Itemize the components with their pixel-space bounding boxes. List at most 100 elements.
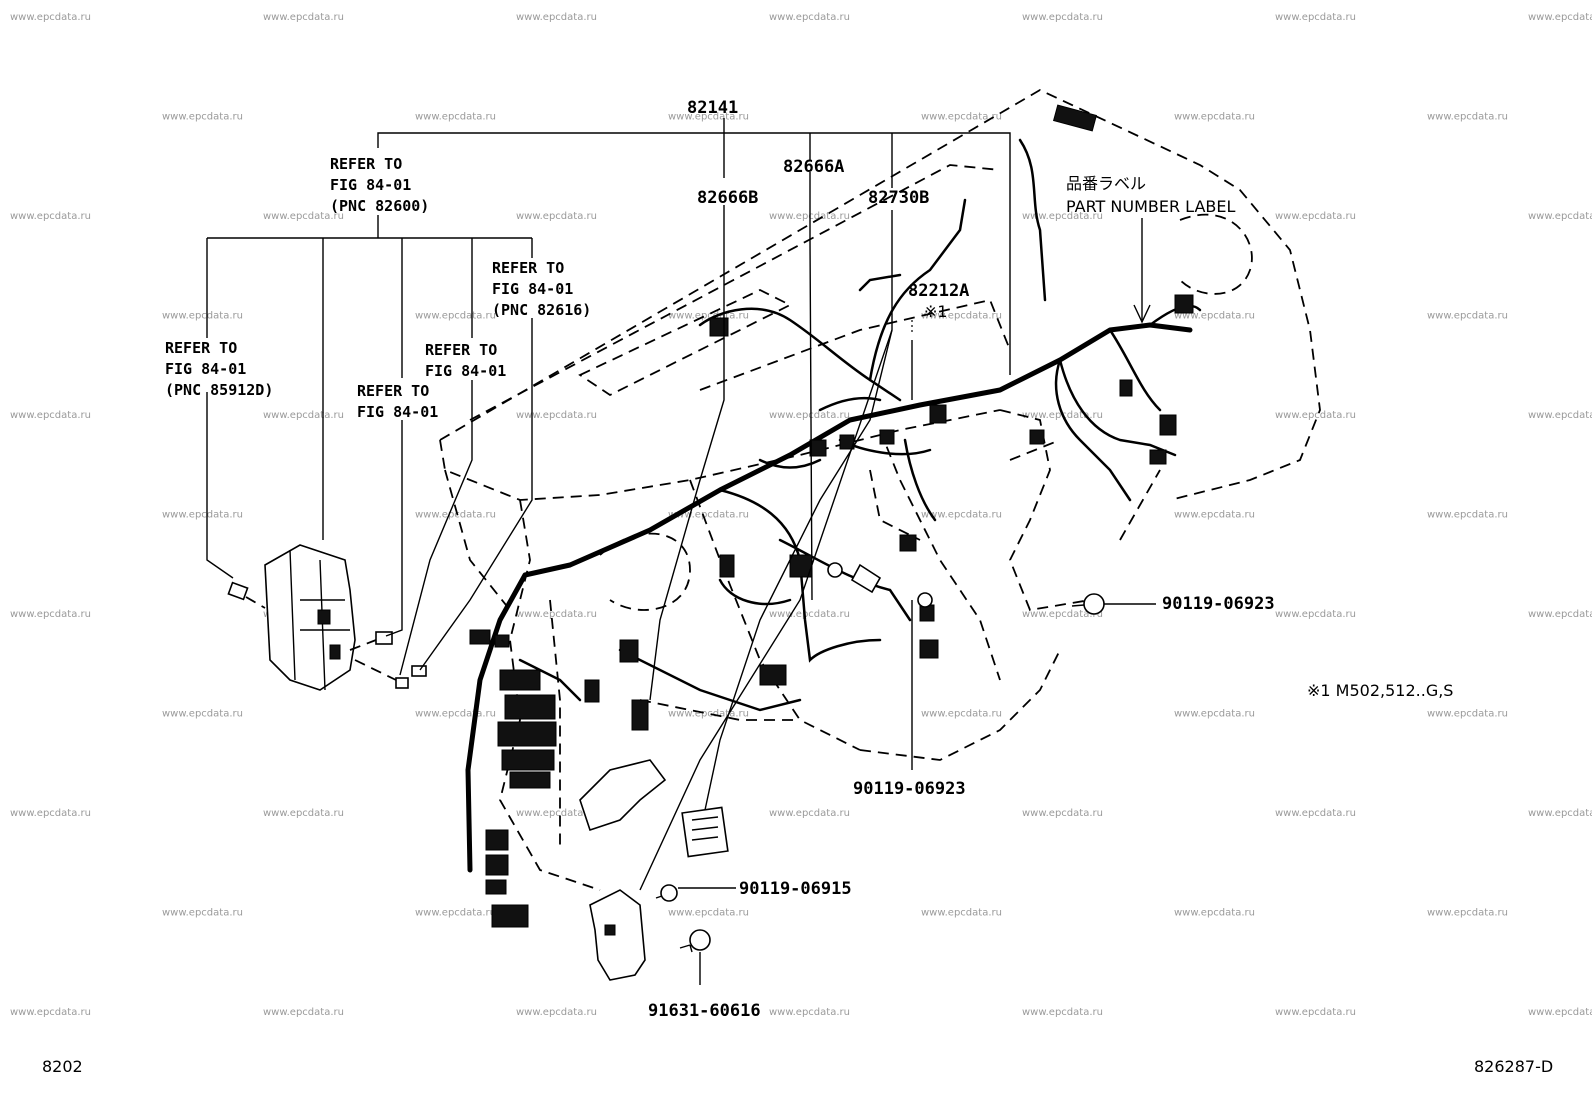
watermark-text: www.epcdata.ru — [1174, 112, 1255, 123]
watermark-text: www.epcdata.ru — [1528, 410, 1592, 421]
watermark-text: www.epcdata.ru — [668, 709, 749, 720]
label-bolt-90119-06923-center: 90119-06923 — [853, 779, 966, 799]
watermark-text: www.epcdata.ru — [415, 510, 496, 521]
watermark-text: www.epcdata.ru — [1528, 1007, 1592, 1018]
watermark-text: www.epcdata.ru — [1022, 609, 1103, 620]
watermark-text: www.epcdata.ru — [1275, 1007, 1356, 1018]
watermark-text: www.epcdata.ru — [921, 311, 1002, 322]
figure-number-left: 8202 — [42, 1057, 83, 1076]
watermark-text: www.epcdata.ru — [263, 12, 344, 23]
label-bolt-91631-60616: 91631-60616 — [648, 1001, 761, 1021]
watermark-text: www.epcdata.ru — [516, 211, 597, 222]
watermark-text: www.epcdata.ru — [415, 709, 496, 720]
watermark-text: www.epcdata.ru — [516, 1007, 597, 1018]
watermark-text: www.epcdata.ru — [1275, 12, 1356, 23]
watermark-text: www.epcdata.ru — [415, 311, 496, 322]
refer-b-line1: REFER TO — [357, 382, 429, 400]
watermark-text: www.epcdata.ru — [516, 12, 597, 23]
leader-lines — [206, 118, 1156, 985]
watermark-text: www.epcdata.ru — [921, 908, 1002, 919]
watermark-text: www.epcdata.ru — [516, 808, 597, 819]
watermark-text: www.epcdata.ru — [1275, 609, 1356, 620]
refer-b-line2: FIG 84-01 — [357, 403, 438, 421]
watermark-text: www.epcdata.ru — [162, 709, 243, 720]
watermark-text: www.epcdata.ru — [263, 410, 344, 421]
watermark-text: www.epcdata.ru — [1174, 311, 1255, 322]
watermark-text: www.epcdata.ru — [769, 1007, 850, 1018]
refer-note-82600: REFER TO FIG 84-01 (PNC 82600) — [330, 155, 429, 215]
watermark-text: www.epcdata.ru — [1427, 908, 1508, 919]
watermark-text: www.epcdata.ru — [769, 410, 850, 421]
refer-a-line2: FIG 84-01 — [425, 362, 506, 380]
refer-82616-line1: REFER TO — [492, 259, 564, 277]
watermark-text: www.epcdata.ru — [10, 211, 91, 222]
part-labels: 82141 82666A 82666B 82730B 82212A ※1 901… — [42, 98, 1553, 1076]
watermark-text: www.epcdata.ru — [10, 1007, 91, 1018]
refer-82616-line3: (PNC 82616) — [492, 301, 591, 319]
watermark-text: www.epcdata.ru — [1022, 808, 1103, 819]
figure-number-right: 826287-D — [1474, 1057, 1553, 1076]
refer-82600-line1: REFER TO — [330, 155, 402, 173]
label-82141: 82141 — [687, 98, 738, 118]
refer-82600-line2: FIG 84-01 — [330, 176, 411, 194]
refer-note-85912d: REFER TO FIG 84-01 (PNC 85912D) — [165, 339, 273, 399]
watermark-text: www.epcdata.ru — [921, 709, 1002, 720]
watermark-text: www.epcdata.ru — [10, 609, 91, 620]
watermark-text: www.epcdata.ru — [668, 510, 749, 521]
watermark-text: www.epcdata.ru — [1528, 211, 1592, 222]
watermark-text: www.epcdata.ru — [1528, 609, 1592, 620]
refer-85912d-line2: FIG 84-01 — [165, 360, 246, 378]
watermark-text: www.epcdata.ru — [769, 12, 850, 23]
watermark-text: www.epcdata.ru — [668, 112, 749, 123]
label-82212a-note: ※1 — [924, 302, 948, 321]
refer-notes: REFER TO FIG 84-01 (PNC 82600) REFER TO … — [165, 155, 591, 421]
watermark-text: www.epcdata.ru — [516, 410, 597, 421]
refer-85912d-line1: REFER TO — [165, 339, 237, 357]
part-number-label-en: PART NUMBER LABEL — [1066, 197, 1235, 216]
harness-connectors — [469, 104, 1194, 731]
watermark-text: www.epcdata.ru — [415, 908, 496, 919]
watermark-text: www.epcdata.ru — [668, 908, 749, 919]
relay-block-cluster — [485, 669, 557, 928]
watermark-text: www.epcdata.ru — [1174, 908, 1255, 919]
watermark-text: www.epcdata.ru — [1022, 12, 1103, 23]
watermark-text: www.epcdata.ru — [921, 112, 1002, 123]
watermark-text: www.epcdata.ru — [263, 808, 344, 819]
watermark-text: www.epcdata.ru — [1022, 211, 1103, 222]
refer-note-a: REFER TO FIG 84-01 — [425, 341, 506, 380]
label-82666a: 82666A — [783, 157, 844, 177]
watermark-text: www.epcdata.ru — [10, 410, 91, 421]
watermark-text: www.epcdata.ru — [1022, 1007, 1103, 1018]
watermark-text: www.epcdata.ru — [1427, 112, 1508, 123]
watermark-text: www.epcdata.ru — [769, 609, 850, 620]
watermark-text: www.epcdata.ru — [1174, 709, 1255, 720]
watermark-text: www.epcdata.ru — [516, 609, 597, 620]
brackets-and-fasteners — [579, 562, 1105, 981]
watermark-text: www.epcdata.ru — [162, 510, 243, 521]
watermark-text: www.epcdata.ru — [1275, 211, 1356, 222]
watermark-text: www.epcdata.ru — [1427, 311, 1508, 322]
watermark-text: www.epcdata.ru — [1427, 709, 1508, 720]
watermark-text: www.epcdata.ru — [162, 908, 243, 919]
watermark-text: www.epcdata.ru — [1174, 510, 1255, 521]
watermark-text: www.epcdata.ru — [263, 211, 344, 222]
label-82666b: 82666B — [697, 188, 758, 208]
watermark-text: www.epcdata.ru — [1427, 510, 1508, 521]
watermark-text: www.epcdata.ru — [921, 510, 1002, 521]
watermark-text: www.epcdata.ru — [10, 808, 91, 819]
refer-note-82616: REFER TO FIG 84-01 (PNC 82616) — [492, 259, 591, 319]
watermark-text: www.epcdata.ru — [1528, 12, 1592, 23]
watermark-text: www.epcdata.ru — [1528, 808, 1592, 819]
refer-82616-line2: FIG 84-01 — [492, 280, 573, 298]
watermark-text: www.epcdata.ru — [769, 808, 850, 819]
refer-82600-line3: (PNC 82600) — [330, 197, 429, 215]
refer-note-b: REFER TO FIG 84-01 — [357, 382, 438, 421]
watermark-text: www.epcdata.ru — [162, 112, 243, 123]
label-82212a: 82212A — [908, 281, 969, 301]
watermark-text: www.epcdata.ru — [1275, 410, 1356, 421]
watermark-text: www.epcdata.ru — [1275, 808, 1356, 819]
watermark-text: www.epcdata.ru — [415, 112, 496, 123]
instrument-panel-outline — [439, 88, 1321, 891]
